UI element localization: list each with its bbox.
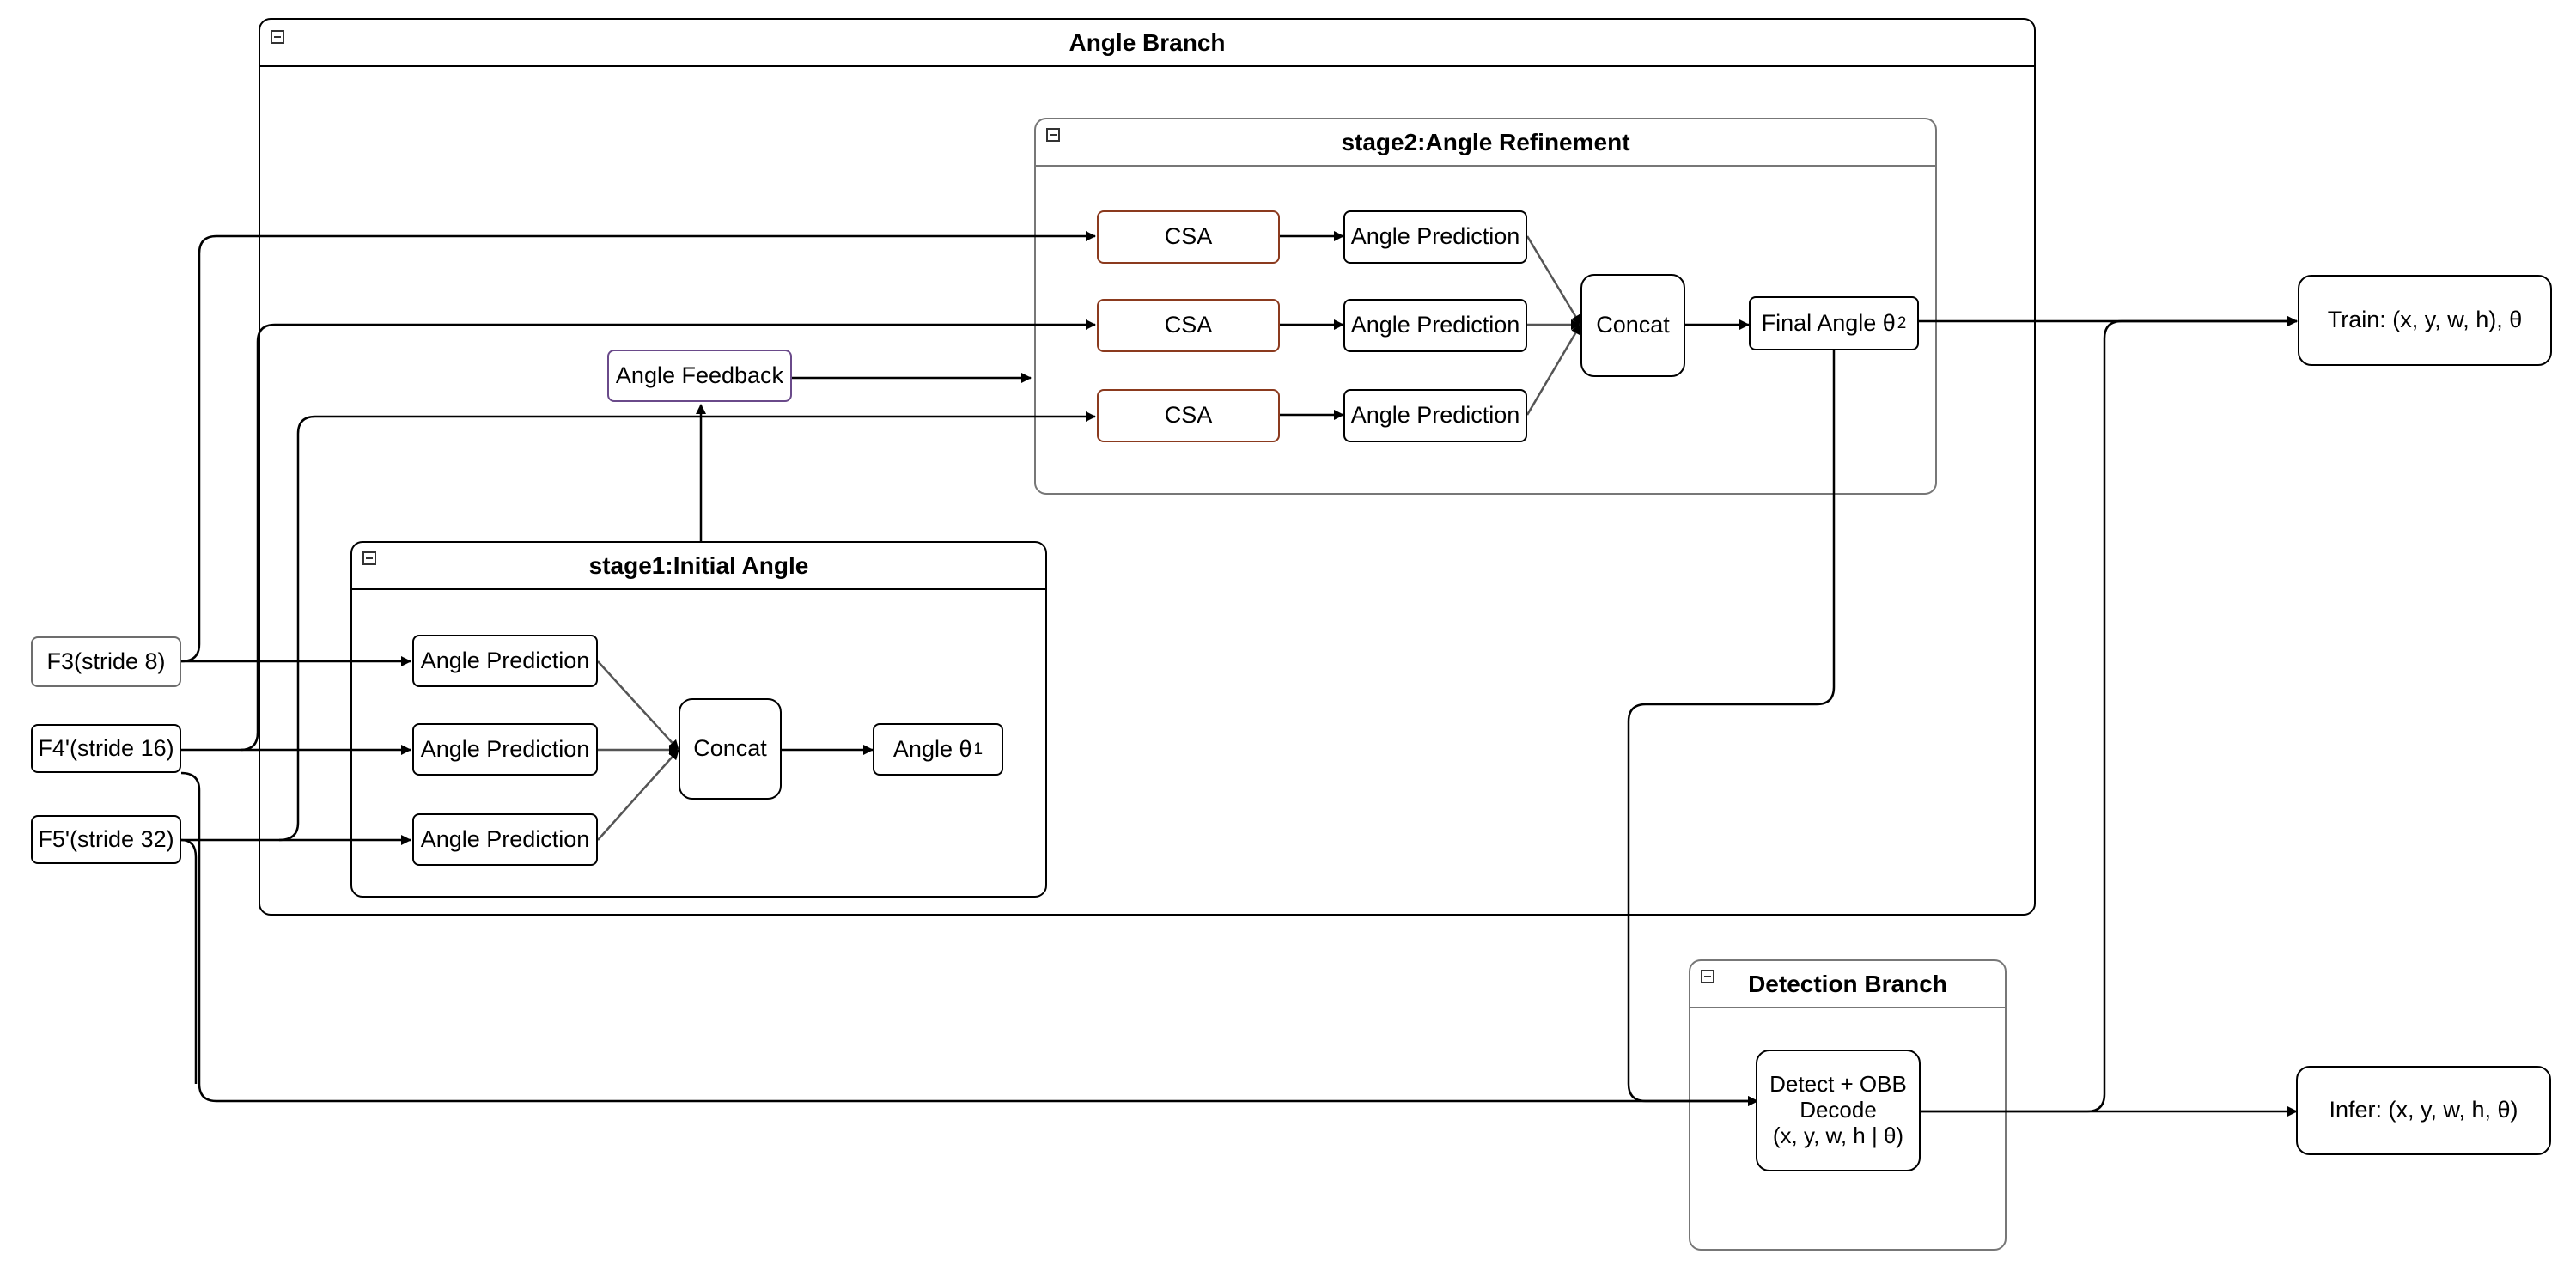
- edge-f5-detect: [180, 838, 198, 1084]
- edge-f5-csa3: [278, 411, 1096, 842]
- stage2-container: stage2:Angle Refinement: [1034, 118, 1937, 495]
- stage2-angle-prediction[interactable]: Angle Prediction: [1343, 210, 1527, 264]
- output-train[interactable]: Train: (x, y, w, h), θ: [2298, 275, 2552, 366]
- csa-block[interactable]: CSA: [1097, 299, 1280, 352]
- detection-branch-container: Detection Branch: [1689, 959, 2007, 1251]
- input-f3[interactable]: F3(stride 8): [31, 636, 181, 687]
- angle-branch-title: Angle Branch: [260, 20, 2034, 67]
- detect-obb-decode[interactable]: Detect + OBB Decode (x, y, w, h | θ): [1756, 1050, 1921, 1172]
- stage2-concat[interactable]: Concat: [1580, 274, 1685, 377]
- edge-f3-csa1: [180, 231, 1096, 663]
- edge-s2pred3-concat: [1526, 324, 1582, 416]
- angle-branch-container: Angle Branch: [259, 18, 2036, 916]
- stage2-angle-prediction[interactable]: Angle Prediction: [1343, 299, 1527, 352]
- stage2-angle-prediction[interactable]: Angle Prediction: [1343, 389, 1527, 442]
- angle-theta1-subscript: 1: [973, 739, 984, 758]
- input-f5[interactable]: F5'(stride 32): [31, 815, 181, 864]
- angle-theta1-label: Angle θ: [892, 735, 972, 762]
- csa-block[interactable]: CSA: [1097, 389, 1280, 442]
- final-angle-subscript: 2: [1897, 313, 1907, 332]
- output-infer[interactable]: Infer: (x, y, w, h, θ): [2296, 1066, 2551, 1155]
- edge-s1pred1-concat: [597, 660, 679, 751]
- stage1-angle-prediction[interactable]: Angle Prediction: [412, 723, 598, 776]
- input-f4[interactable]: F4'(stride 16): [31, 724, 181, 773]
- final-angle-label: Final Angle θ: [1761, 309, 1896, 336]
- detect-line-3: (x, y, w, h | θ): [1772, 1122, 1904, 1148]
- stage2-title: stage2:Angle Refinement: [1036, 119, 1935, 167]
- edge-final-detect: [1627, 350, 1836, 1106]
- edge-s1pred3-concat: [597, 749, 679, 841]
- stage1-angle-prediction[interactable]: Angle Prediction: [412, 635, 598, 687]
- stage1-angle-prediction[interactable]: Angle Prediction: [412, 813, 598, 866]
- edge-detect-train: [1921, 316, 2298, 1113]
- edge-s2pred1-concat: [1526, 235, 1582, 326]
- collapse-icon[interactable]: [271, 30, 284, 44]
- detection-branch-title: Detection Branch: [1690, 961, 2005, 1008]
- stage1-concat[interactable]: Concat: [679, 698, 782, 800]
- detect-line-2: Decode: [1800, 1097, 1877, 1123]
- angle-feedback[interactable]: Angle Feedback: [607, 350, 792, 402]
- collapse-icon[interactable]: [1046, 128, 1060, 142]
- detect-line-1: Detect + OBB: [1769, 1071, 1907, 1098]
- edge-f4-detect: [180, 771, 1758, 1106]
- edge-f4-csa2: [240, 320, 1096, 752]
- collapse-icon[interactable]: [362, 551, 376, 565]
- collapse-icon[interactable]: [1701, 970, 1714, 983]
- stage1-title: stage1:Initial Angle: [352, 543, 1045, 590]
- csa-block[interactable]: CSA: [1097, 210, 1280, 264]
- stage1-container: stage1:Initial Angle: [350, 541, 1047, 898]
